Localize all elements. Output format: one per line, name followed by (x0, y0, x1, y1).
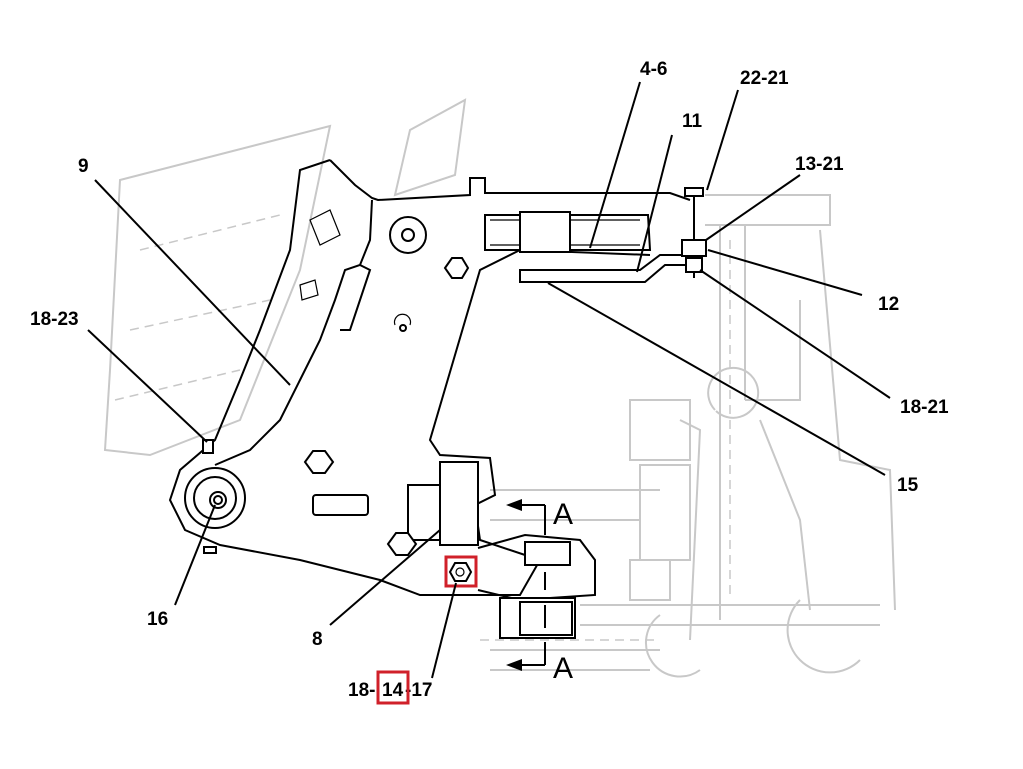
label-18: 18- (348, 680, 375, 701)
label-14-highlight-box (376, 670, 410, 705)
label-9: 9 (78, 156, 89, 177)
label-22-21: 22-21 (740, 68, 789, 89)
label-13-21: 13-21 (795, 154, 844, 175)
background-frame (103, 98, 896, 678)
leader-lines (87, 81, 891, 679)
label-15: 15 (897, 475, 919, 496)
section-label-bottom: A (553, 652, 573, 685)
label-4-6: 4-6 (640, 59, 667, 80)
part-labels: 4-6 22-21 11 13-21 9 12 18-23 18-21 15 1… (30, 59, 949, 701)
bolt-highlight-box (444, 555, 478, 588)
hex-bolt-17 (448, 562, 473, 582)
label-14: 14 (382, 680, 404, 701)
label-12: 12 (878, 294, 899, 315)
label-18-23: 18-23 (30, 309, 79, 330)
section-label-top: A (553, 498, 573, 531)
bolt-assembly (681, 187, 707, 278)
label-16: 16 (147, 609, 168, 630)
label-17: -17 (405, 680, 432, 701)
label-11: 11 (682, 111, 703, 132)
section-line-a-a (506, 499, 546, 671)
label-18-21: 18-21 (900, 397, 949, 418)
label-8: 8 (312, 629, 323, 650)
